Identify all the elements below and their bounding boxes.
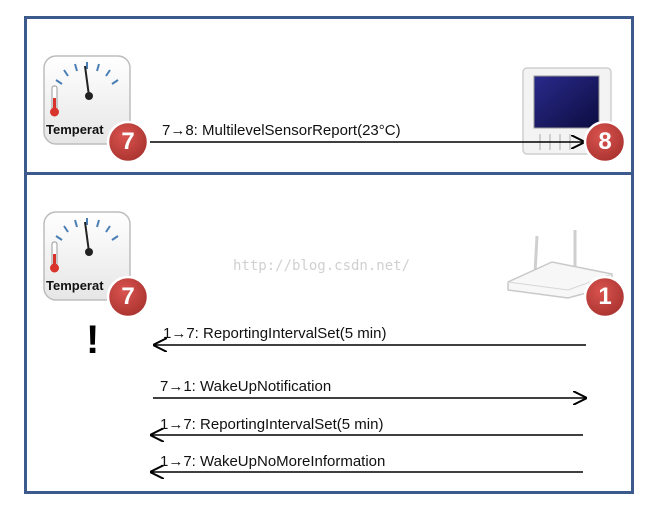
thermometer-label-top: Temperat <box>46 122 104 137</box>
thermometer-device-top <box>43 55 131 145</box>
message-label-1: 1→7: ReportingIntervalSet(5 min) <box>163 325 387 342</box>
thermometer-device-bottom <box>43 211 131 301</box>
badge-7-bottom <box>106 275 150 319</box>
node-id-1-bottom: 1 <box>598 283 612 310</box>
badge-8-top <box>583 120 627 164</box>
message-label-2: 7→1: WakeUpNotification <box>160 378 332 395</box>
top-message-label: 7→8: MultilevelSensorReport(23°C) <box>162 122 401 139</box>
watermark-text: http://blog.csdn.net/ <box>233 258 411 274</box>
display-device <box>522 67 612 155</box>
message-label-4: 1→7: WakeUpNoMoreInformation <box>160 453 386 470</box>
node-id-8-top: 8 <box>598 128 612 155</box>
alert-symbol: ! <box>86 318 100 362</box>
thermometer-label-bottom: Temperat <box>46 278 104 293</box>
node-id-7-bottom: 7 <box>121 283 135 310</box>
badge-7-top <box>106 120 150 164</box>
node-id-7-top: 7 <box>121 128 135 155</box>
message-label-3: 1→7: ReportingIntervalSet(5 min) <box>160 416 384 433</box>
badge-1-bottom <box>583 275 627 319</box>
